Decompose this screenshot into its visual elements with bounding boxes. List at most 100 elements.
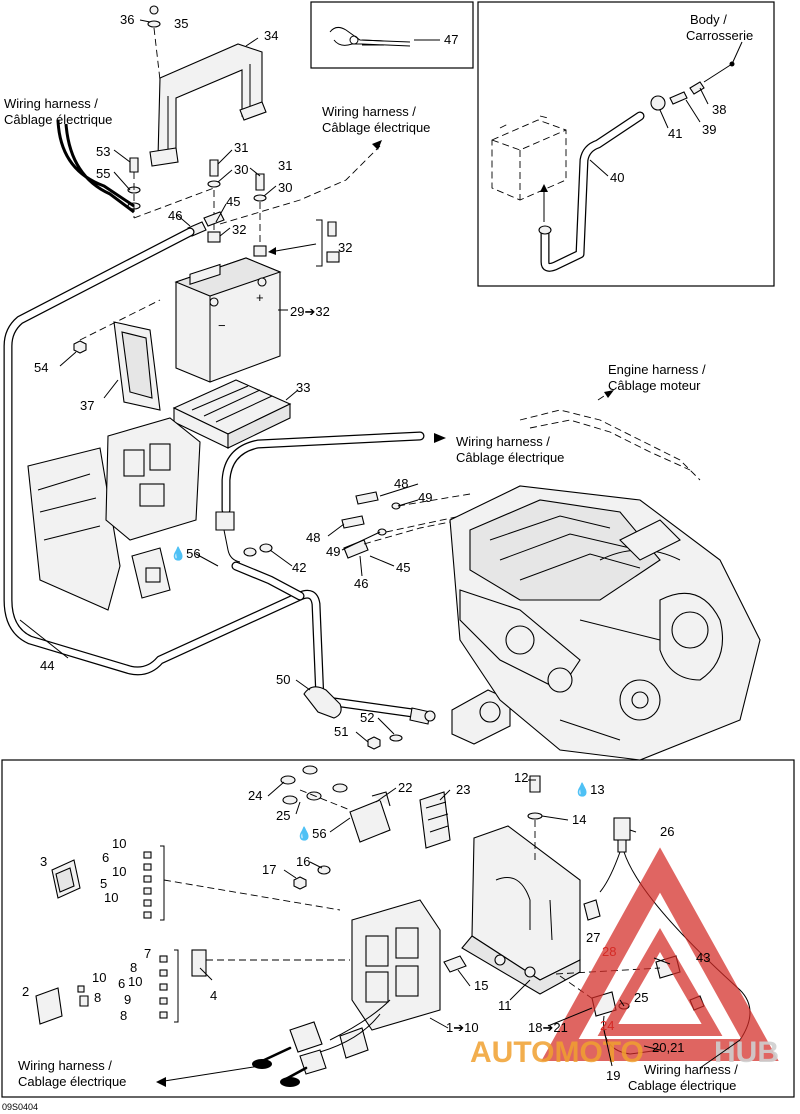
part-number-10-c: 10	[104, 890, 118, 905]
label-wiring-harness-upper-right-fr: Câblage électrique	[322, 120, 430, 135]
part-number-4: 4	[210, 988, 217, 1003]
part-number-10-b: 10	[112, 864, 126, 879]
part-number-33: 33	[296, 380, 310, 395]
part-number-1-10: 1➔10	[446, 1020, 479, 1035]
nut-54	[73, 299, 161, 354]
part-number-38: 38	[712, 102, 726, 117]
bolt-top-35-36	[147, 5, 161, 81]
connector-15	[443, 955, 467, 973]
part-number-53: 53	[96, 144, 110, 159]
part-number-45-mid: 45	[396, 560, 410, 575]
relay-3	[51, 859, 81, 899]
part-number-28: 28	[602, 944, 616, 959]
crimping-tool	[329, 26, 440, 47]
hardware-16-17	[293, 865, 331, 890]
engine-assembly	[449, 485, 761, 761]
part-number-10-a: 10	[112, 836, 126, 851]
part-number-10-e: 10	[92, 970, 106, 985]
part-number-41: 41	[668, 126, 682, 141]
part-number-11: 11	[498, 998, 512, 1013]
part-number-31-a: 31	[234, 140, 248, 155]
label-wiring-harness-middle-en: Wiring harness /	[456, 434, 550, 449]
label-wiring-harness-upper-right-en: Wiring harness /	[322, 104, 416, 119]
label-wiring-harness-bottom-left-en: Wiring harness /	[18, 1058, 112, 1073]
part-number-2: 2	[22, 984, 29, 999]
part-number-36: 36	[120, 12, 134, 27]
tool-inset-frame	[310, 1, 474, 69]
bolt-12-washer-14	[527, 775, 543, 860]
svg-text:−: −	[218, 318, 226, 333]
part-number-56-b: 💧56	[296, 826, 327, 841]
hardware-42	[243, 543, 273, 557]
engine-harness	[519, 390, 701, 481]
battery: − +	[174, 257, 282, 383]
part-number-56-a: 💧56	[170, 546, 201, 561]
part-number-45-top: 45	[226, 194, 240, 209]
label-wiring-harness-upper-left-fr: Câblage électrique	[4, 112, 112, 127]
part-number-6-a: 6	[102, 850, 109, 865]
part-number-47: 47	[444, 32, 458, 47]
fuse-puller-4	[191, 949, 350, 977]
ground-cable-engine	[215, 431, 446, 563]
ground-inset-frame	[477, 1, 775, 287]
battery-tray-33	[172, 379, 292, 449]
part-number-8-a: 8	[130, 960, 137, 975]
module-bracket-11	[461, 825, 581, 995]
part-number-55: 55	[96, 166, 110, 181]
part-number-20-21: 20,21	[652, 1040, 685, 1055]
part-number-26: 26	[660, 824, 674, 839]
part-number-42: 42	[292, 560, 306, 575]
label-body-en: Body /	[690, 12, 727, 27]
part-number-37: 37	[80, 398, 94, 413]
part-number-44: 44	[40, 658, 54, 673]
part-number-17: 17	[262, 862, 276, 877]
part-number-31-b: 31	[278, 158, 292, 173]
part-number-19: 19	[606, 1068, 620, 1083]
label-body-fr: Carrosserie	[686, 28, 753, 43]
electrical-box-inset-frame	[1, 759, 795, 1098]
terminal-hardware-32	[207, 219, 340, 267]
part-number-16: 16	[296, 854, 310, 869]
fuse-box	[351, 899, 441, 1031]
upper-harness-wire	[56, 119, 135, 214]
part-number-13: 💧13	[574, 782, 605, 797]
label-wiring-harness-bottom-left-fr: Cablage électrique	[18, 1074, 126, 1089]
part-number-25-b: 25	[634, 990, 648, 1005]
watermark-text-hub: HUB	[714, 1036, 779, 1069]
nut-51-washer-52	[367, 734, 403, 750]
boot-50	[303, 686, 342, 719]
part-number-5: 5	[100, 876, 107, 891]
part-number-54: 54	[34, 360, 48, 375]
part-number-51: 51	[334, 724, 348, 739]
label-wiring-harness-upper-left-en: Wiring harness /	[4, 96, 98, 111]
part-number-48-a: 48	[394, 476, 408, 491]
part-number-22: 22	[398, 780, 412, 795]
label-wiring-harness-middle-fr: Câblage électrique	[456, 450, 564, 465]
starter-motor	[451, 689, 511, 745]
label-engine-harness-fr: Câblage moteur	[608, 378, 701, 393]
part-number-30-a: 30	[234, 162, 248, 177]
part-number-3: 3	[40, 854, 47, 869]
harness-plugs	[156, 999, 391, 1087]
relay-2	[35, 985, 89, 1025]
battery-cable-44	[3, 227, 436, 725]
part-number-10-d: 10	[128, 974, 142, 989]
label-wiring-harness-bottom-right-en: Wiring harness /	[644, 1062, 738, 1077]
part-number-50: 50	[276, 672, 290, 687]
part-number-48-b: 48	[306, 530, 320, 545]
part-number-32-a: 32	[232, 222, 246, 237]
part-number-24-a: 24	[248, 788, 262, 803]
battery-outline-inset	[491, 115, 567, 222]
part-number-8-b: 8	[120, 1008, 127, 1023]
battery-pad-37	[113, 321, 161, 411]
part-number-52: 52	[360, 710, 374, 725]
relay-22	[349, 791, 391, 843]
part-number-6-b: 6	[118, 976, 125, 991]
ground-cable	[538, 41, 743, 272]
part-number-43: 43	[696, 950, 710, 965]
part-number-8-c: 8	[94, 990, 101, 1005]
figure-code: 09S0404	[2, 1102, 38, 1112]
starter-cable-45	[231, 519, 461, 601]
part-number-34: 34	[264, 28, 278, 43]
hardware-53-55	[127, 157, 215, 219]
